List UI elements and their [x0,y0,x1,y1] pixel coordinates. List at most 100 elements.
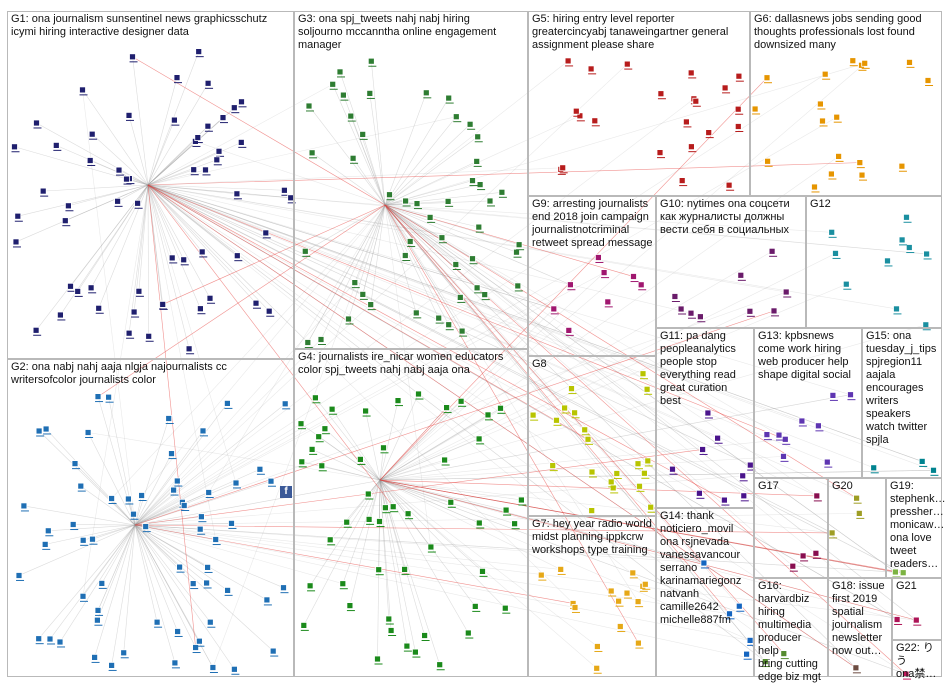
graph-node-g2 [108,662,115,669]
graph-node-g8 [571,409,578,417]
edge [384,204,832,233]
group-label-g18: G18: issue first 2019 spatial journalism… [832,580,885,657]
graph-node-g1 [88,130,96,138]
edge [134,524,766,662]
edge [128,115,149,186]
graph-node-g4 [385,615,393,623]
graph-node-g4 [403,642,411,650]
graph-node-g2 [35,427,43,435]
graph-node-g3 [339,91,347,99]
edge [147,184,574,604]
graph-node-g5 [735,72,743,80]
group-panel-g5: G5: hiring entry level reporter greaterc… [528,11,750,196]
group-label-g4: G4: journalists ire_nicar women educator… [298,351,504,376]
edge [134,524,561,570]
graph-node-g4 [464,629,472,637]
edge [147,184,270,312]
graph-node-g8 [588,507,596,515]
edge [360,459,381,481]
graph-node-g10 [782,288,790,296]
edge [379,479,598,647]
graph-node-g5 [656,149,664,157]
edge [362,134,386,206]
graph-node-g4 [326,536,334,544]
edge [134,524,211,623]
graph-node-g4 [346,602,354,609]
graph-node-g3 [452,113,460,121]
edge [308,105,386,206]
graph-node-g1 [204,122,212,130]
edge [384,204,766,662]
graph-node-g11 [721,496,728,504]
edge [384,124,471,206]
graph-node-g12 [828,228,836,236]
edge [147,184,787,293]
edge [379,272,605,481]
graph-node-g2 [176,563,184,571]
graph-node-g20 [855,509,863,517]
edge [147,184,692,314]
edge [384,204,463,332]
group-label-g1: G1: ona journalism sunsentinel news grap… [11,13,268,38]
graph-node-g4 [389,503,397,511]
edge [65,184,149,221]
graph-node-g13 [798,417,806,425]
graph-node-g3 [329,80,337,88]
edge [384,184,481,206]
graph-node-g2 [170,486,178,494]
edge [379,408,501,481]
graph-node-g12 [893,305,900,313]
edge [300,423,381,481]
graph-node-g13 [847,391,854,399]
graph-node-g4 [475,435,483,443]
graph-node-g13 [763,431,771,439]
graph-node-g9 [550,305,558,313]
graph-node-g8 [588,468,596,476]
graph-node-g4 [297,420,305,428]
graph-node-g2 [204,564,212,571]
edge [82,89,149,186]
edge [38,430,136,526]
graph-node-g14 [726,610,733,618]
graph-node-g2 [206,618,214,626]
graph-node-g3 [351,279,359,287]
edge-highlight [134,524,574,604]
graph-node-g9 [600,269,608,277]
edge [48,524,136,532]
graph-node-g9 [567,281,574,289]
edge [147,184,833,534]
graph-node-g2 [192,644,200,651]
edge [384,204,417,313]
graph-node-g3 [514,282,522,290]
edge [147,137,199,186]
graph-node-g10 [770,307,778,315]
graph-node-g3 [426,213,434,221]
graph-node-g4 [404,510,412,518]
graph-node-g3 [359,290,367,298]
edge [147,184,923,462]
edge [117,184,149,202]
edge-highlight [134,449,703,526]
graph-node-g2 [15,572,23,579]
graph-node-g1 [145,332,153,340]
graph-node-g4 [339,580,347,588]
graph-node-g1 [114,197,121,205]
graph-node-g4 [364,490,372,498]
edge [134,339,322,526]
graph-node-g3 [438,234,446,242]
group-label-g19: G19: stephenk… pressher… monicaw… ona lo… [890,480,946,570]
edge [134,403,286,526]
edge [134,524,228,591]
graph-node-g2 [89,535,96,543]
graph-node-g3 [473,284,481,292]
edge [384,136,478,206]
facebook-logo-icon: f [280,486,292,498]
edge [134,502,183,526]
edge [147,184,927,255]
graph-node-g7 [629,569,637,577]
graph-node-g5 [721,84,729,92]
graph-node-g4 [315,433,323,441]
edge [134,73,826,526]
group-panel-g3: G3: ona spj_tweets nahj nabj hiring solj… [294,11,528,349]
graph-node-g1 [115,166,123,174]
